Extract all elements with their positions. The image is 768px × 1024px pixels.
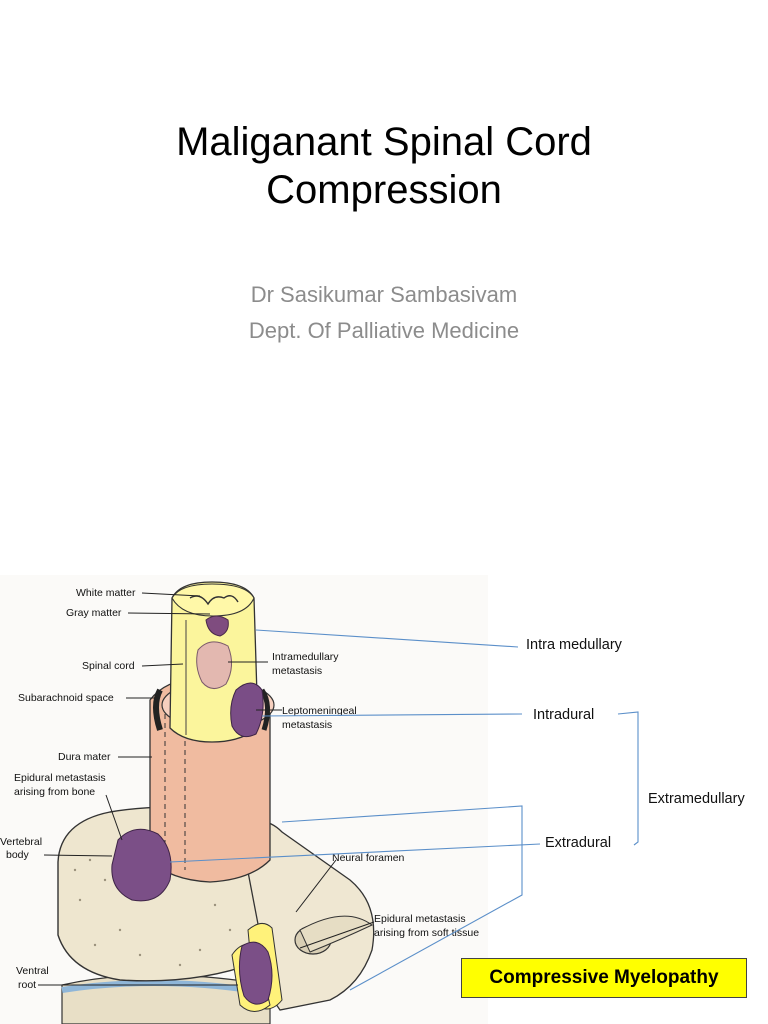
- subarachnoid-right: [259, 688, 270, 731]
- category-extradural: Extradural: [545, 835, 611, 851]
- transverse-process: [299, 915, 373, 953]
- author-name: Dr Sasikumar Sambasivam: [250, 282, 518, 307]
- leptomeningeal-metastasis: [230, 682, 264, 738]
- subarachnoid-left: [153, 688, 163, 731]
- label-epidural-bone-2: arising from bone: [14, 786, 95, 798]
- label-intramedullary-2: metastasis: [272, 665, 322, 677]
- label-dura-mater: Dura mater: [58, 751, 111, 763]
- category-connectors: [169, 629, 639, 991]
- title-line-1: Maliganant Spinal Cord: [176, 120, 592, 164]
- label-gray-matter: Gray matter: [66, 607, 122, 619]
- label-vertebral-body-1: Vertebral: [0, 836, 42, 848]
- label-epidural-soft-1: Epidural metastasis: [374, 913, 466, 925]
- label-leptomeningeal-1: Leptomeningeal: [282, 705, 357, 717]
- label-intramedullary-1: Intramedullary: [272, 651, 339, 663]
- category-extramedullary: Extramedullary: [648, 791, 745, 807]
- category-intradural: Intradural: [533, 707, 594, 723]
- label-ventral-root-1: Ventral: [16, 965, 49, 977]
- gray-matter: [189, 595, 239, 606]
- epidural-bone-metastasis: [111, 828, 172, 902]
- compressive-myelopathy-box: Compressive Myelopathy: [461, 958, 747, 998]
- label-white-matter: White matter: [76, 587, 136, 599]
- anatomy-leader-lines: [38, 592, 375, 986]
- label-epidural-soft-2: arising from soft tissue: [374, 927, 479, 939]
- category-intra-medullary: Intra medullary: [526, 637, 623, 653]
- intramedullary-metastasis: [196, 641, 232, 689]
- epidural-soft-tissue-metastasis: [238, 941, 273, 1005]
- cord-cross-section: [171, 583, 255, 617]
- label-subarachnoid-space: Subarachnoid space: [18, 692, 114, 704]
- label-epidural-bone-1: Epidural metastasis: [14, 772, 106, 784]
- department-name: Dept. Of Palliative Medicine: [248, 318, 520, 343]
- spinal-cord-diagram: White matter Gray matter Spinal cord Sub…: [0, 575, 745, 1024]
- label-ventral-root-2: root: [18, 979, 36, 991]
- bone-texture: [73, 858, 252, 967]
- title-line-2: Compression: [266, 168, 502, 212]
- slide-title: Maliganant Spinal Cord Compression: [0, 118, 768, 214]
- label-leptomeningeal-2: metastasis: [282, 719, 332, 731]
- label-vertebral-body-2: body: [6, 849, 30, 861]
- label-neural-foramen: Neural foramen: [332, 852, 405, 864]
- gray-matter-metastasis: [205, 615, 229, 637]
- label-spinal-cord: Spinal cord: [82, 660, 135, 672]
